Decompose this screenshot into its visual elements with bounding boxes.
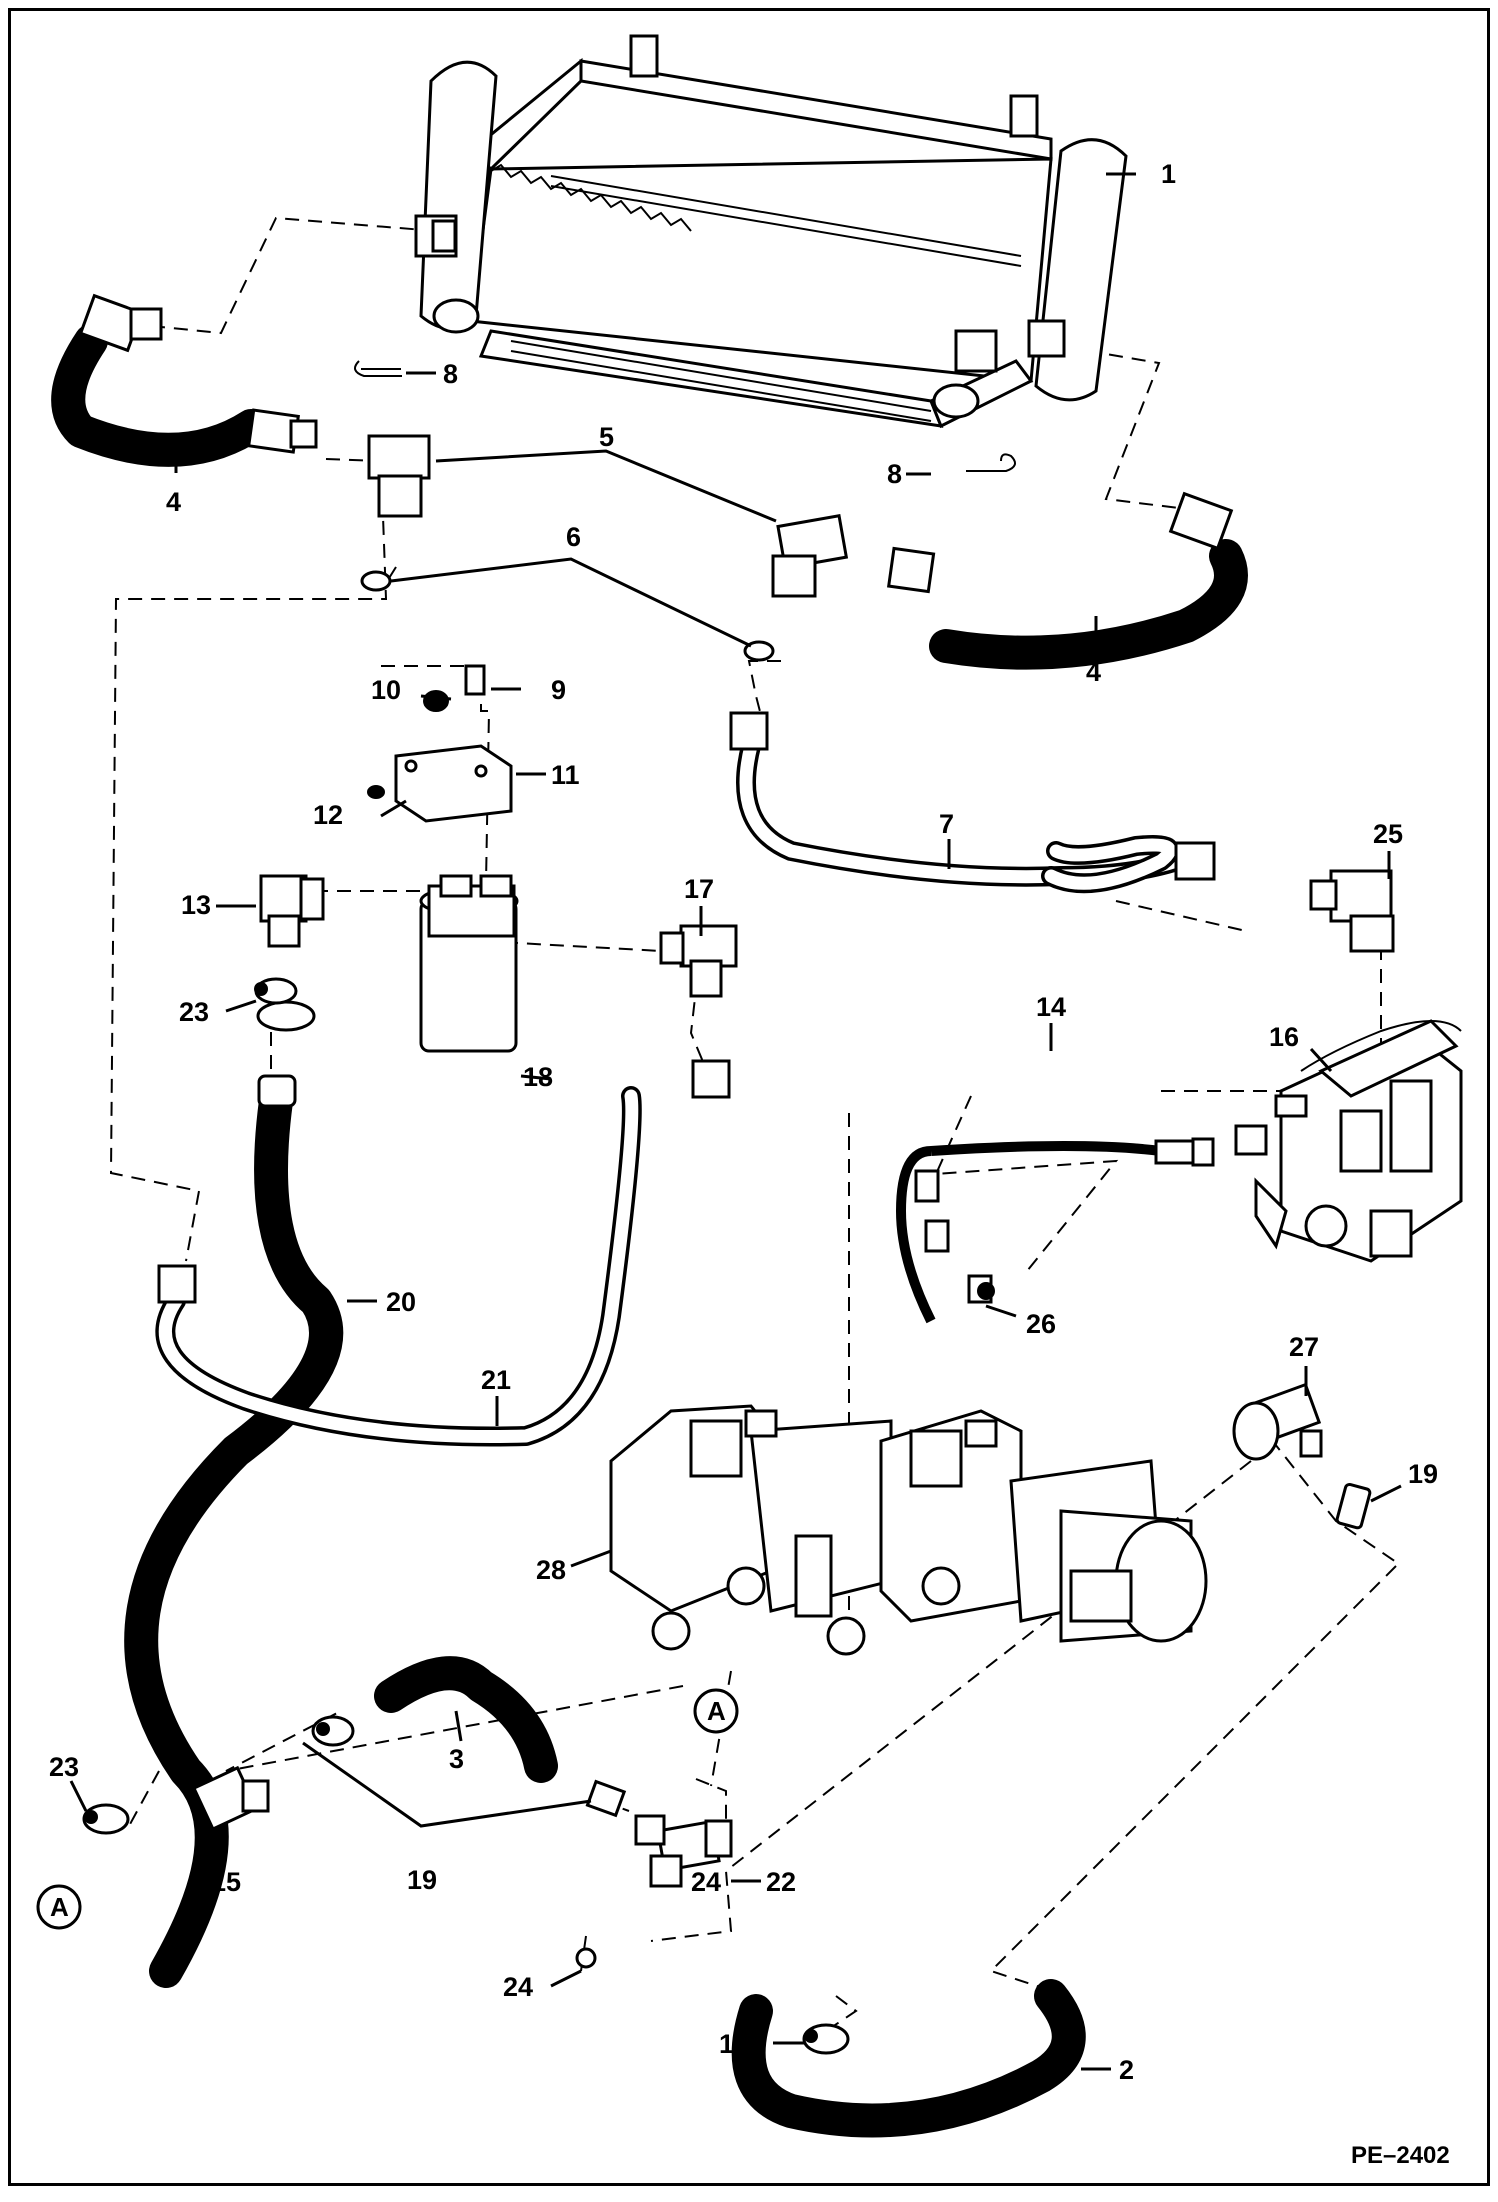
callout-18: 18 (523, 1062, 553, 1092)
tube-line-7 (729, 711, 1216, 894)
callout-14: 14 (1036, 992, 1066, 1022)
callout-16: 16 (1269, 1022, 1299, 1052)
callout-4-left: 4 (166, 487, 181, 517)
fitting-24 (575, 1947, 597, 1969)
reference-letters: A A (50, 1696, 726, 1922)
hydraulic-parts-diagram: 1 2 3 4 4 5 6 7 8 8 9 10 11 12 13 14 15 … (36, 34, 1463, 2169)
callout-24-lower: 24 (503, 1972, 533, 2002)
oil-cooler (414, 34, 1128, 429)
washers-6 (360, 570, 775, 662)
connection-lines (109, 216, 1400, 2042)
callout-10: 10 (371, 675, 401, 705)
callout-26: 26 (1026, 1309, 1056, 1339)
callout-20: 20 (386, 1287, 416, 1317)
hydrostatic-pump-28 (609, 1404, 1208, 1656)
callout-17: 17 (684, 874, 714, 904)
callout-4-right: 4 (1086, 657, 1101, 687)
callout-2: 2 (1119, 2055, 1134, 2085)
callout-24-tee: 24 (691, 1867, 721, 1897)
callout-1: 1 (1161, 159, 1176, 189)
tube-21 (155, 1059, 731, 1447)
callout-25: 25 (1373, 819, 1403, 849)
elbow-fittings-5 (367, 434, 849, 598)
callout-19-lower: 19 (719, 2029, 749, 2059)
hose-3 (374, 1656, 558, 1783)
leader-lines (69, 172, 1402, 2071)
reference-letter-a-upper: A (707, 1696, 726, 1726)
filter-assembly (256, 664, 738, 1053)
callout-3: 3 (449, 1744, 464, 1774)
clamp-19-upper (1335, 1482, 1372, 1530)
callout-8-left: 8 (443, 359, 458, 389)
hose-20 (124, 1074, 343, 1988)
diagram-sheet: 1 2 3 4 4 5 6 7 8 8 9 10 11 12 13 14 15 … (8, 8, 1490, 2186)
fitting-27 (1232, 1382, 1323, 1461)
callout-11: 11 (551, 760, 580, 790)
tee-fitting-22 (634, 1814, 733, 1888)
callout-labels: 1 2 3 4 4 5 6 7 8 8 9 10 11 12 13 14 15 … (49, 159, 1438, 2085)
callout-27: 27 (1289, 1332, 1319, 1362)
callout-23-lower: 23 (49, 1752, 79, 1782)
fitting-15 (191, 1765, 270, 1831)
cotter-pins (354, 360, 1016, 472)
hose-14 (895, 1137, 1215, 1324)
control-valve-16 (1234, 1019, 1463, 1263)
callout-13: 13 (181, 890, 211, 920)
fitting-26 (967, 1274, 995, 1304)
callout-19-middle: 19 (407, 1865, 437, 1895)
callout-9: 9 (551, 675, 566, 705)
callout-23-upper: 23 (179, 997, 209, 1027)
callout-6: 6 (566, 522, 581, 552)
hose-2 (731, 1979, 1086, 2138)
callout-21: 21 (481, 1365, 511, 1395)
drawing-number: PE–2402 (1351, 2142, 1450, 2169)
callout-12: 12 (313, 800, 343, 830)
callout-5: 5 (599, 422, 614, 452)
callout-28: 28 (536, 1555, 566, 1585)
fitting-25 (1309, 869, 1395, 953)
callout-7: 7 (939, 809, 954, 839)
reference-letter-a-lower: A (50, 1892, 69, 1922)
callout-15: 15 (211, 1867, 241, 1897)
callout-8-right: 8 (887, 459, 902, 489)
reference-markers (36, 1688, 739, 1930)
callout-19-upper: 19 (1408, 1459, 1438, 1489)
callout-22: 22 (766, 1867, 796, 1897)
hose-assemblies-4 (51, 293, 1248, 670)
hose-clamps (82, 977, 850, 2055)
